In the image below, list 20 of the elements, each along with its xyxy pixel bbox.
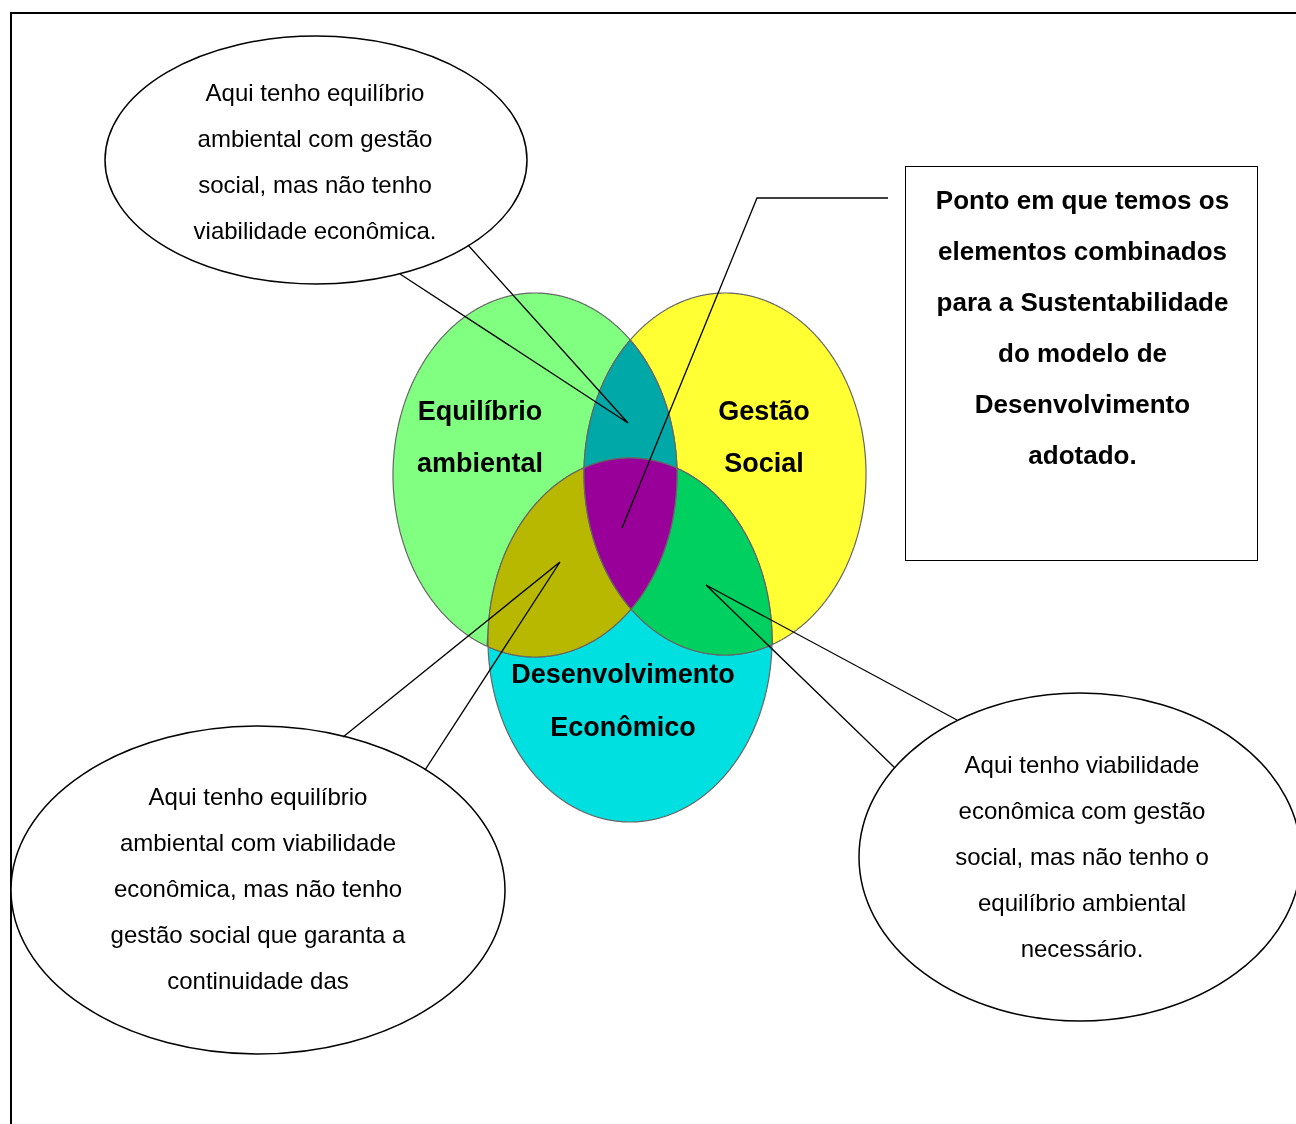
circle-label: Desenvolvimento Econômico bbox=[510, 658, 736, 744]
leader-line bbox=[705, 584, 958, 769]
circle-label: Equilíbrio ambiental bbox=[415, 395, 544, 480]
callout-box bbox=[905, 166, 1258, 561]
speech-bubble bbox=[10, 725, 506, 1055]
callout-text: Ponto em que temos os elementos combinados para a Sustentabilidade do modelo de Desenvolvimento adotado. bbox=[934, 184, 1231, 472]
callout-text: Aqui tenho viabilidade econômica com gestão social, mas não tenho o equilíbrio ambiental necessário. bbox=[954, 750, 1210, 964]
venn-region bbox=[487, 608, 773, 823]
venn-region bbox=[629, 292, 867, 646]
callout-text: Aqui tenho equilíbrio ambiental com viabilidade econômica, mas não tenho gestão social que garanta a continuidade das bbox=[109, 782, 407, 996]
speech-bubble bbox=[104, 35, 528, 285]
overlap-region bbox=[583, 457, 678, 610]
overlap-region bbox=[583, 339, 678, 469]
circle-label: Gestão Social bbox=[717, 395, 811, 480]
leader-line bbox=[342, 561, 561, 771]
leader-line bbox=[621, 197, 889, 529]
venn-region bbox=[392, 292, 631, 648]
leader-line bbox=[399, 244, 629, 424]
speech-bubble bbox=[858, 692, 1296, 1022]
callout-text: Aqui tenho equilíbrio ambiental com gestão social, mas não tenho viabilidade econômica. bbox=[192, 78, 438, 246]
